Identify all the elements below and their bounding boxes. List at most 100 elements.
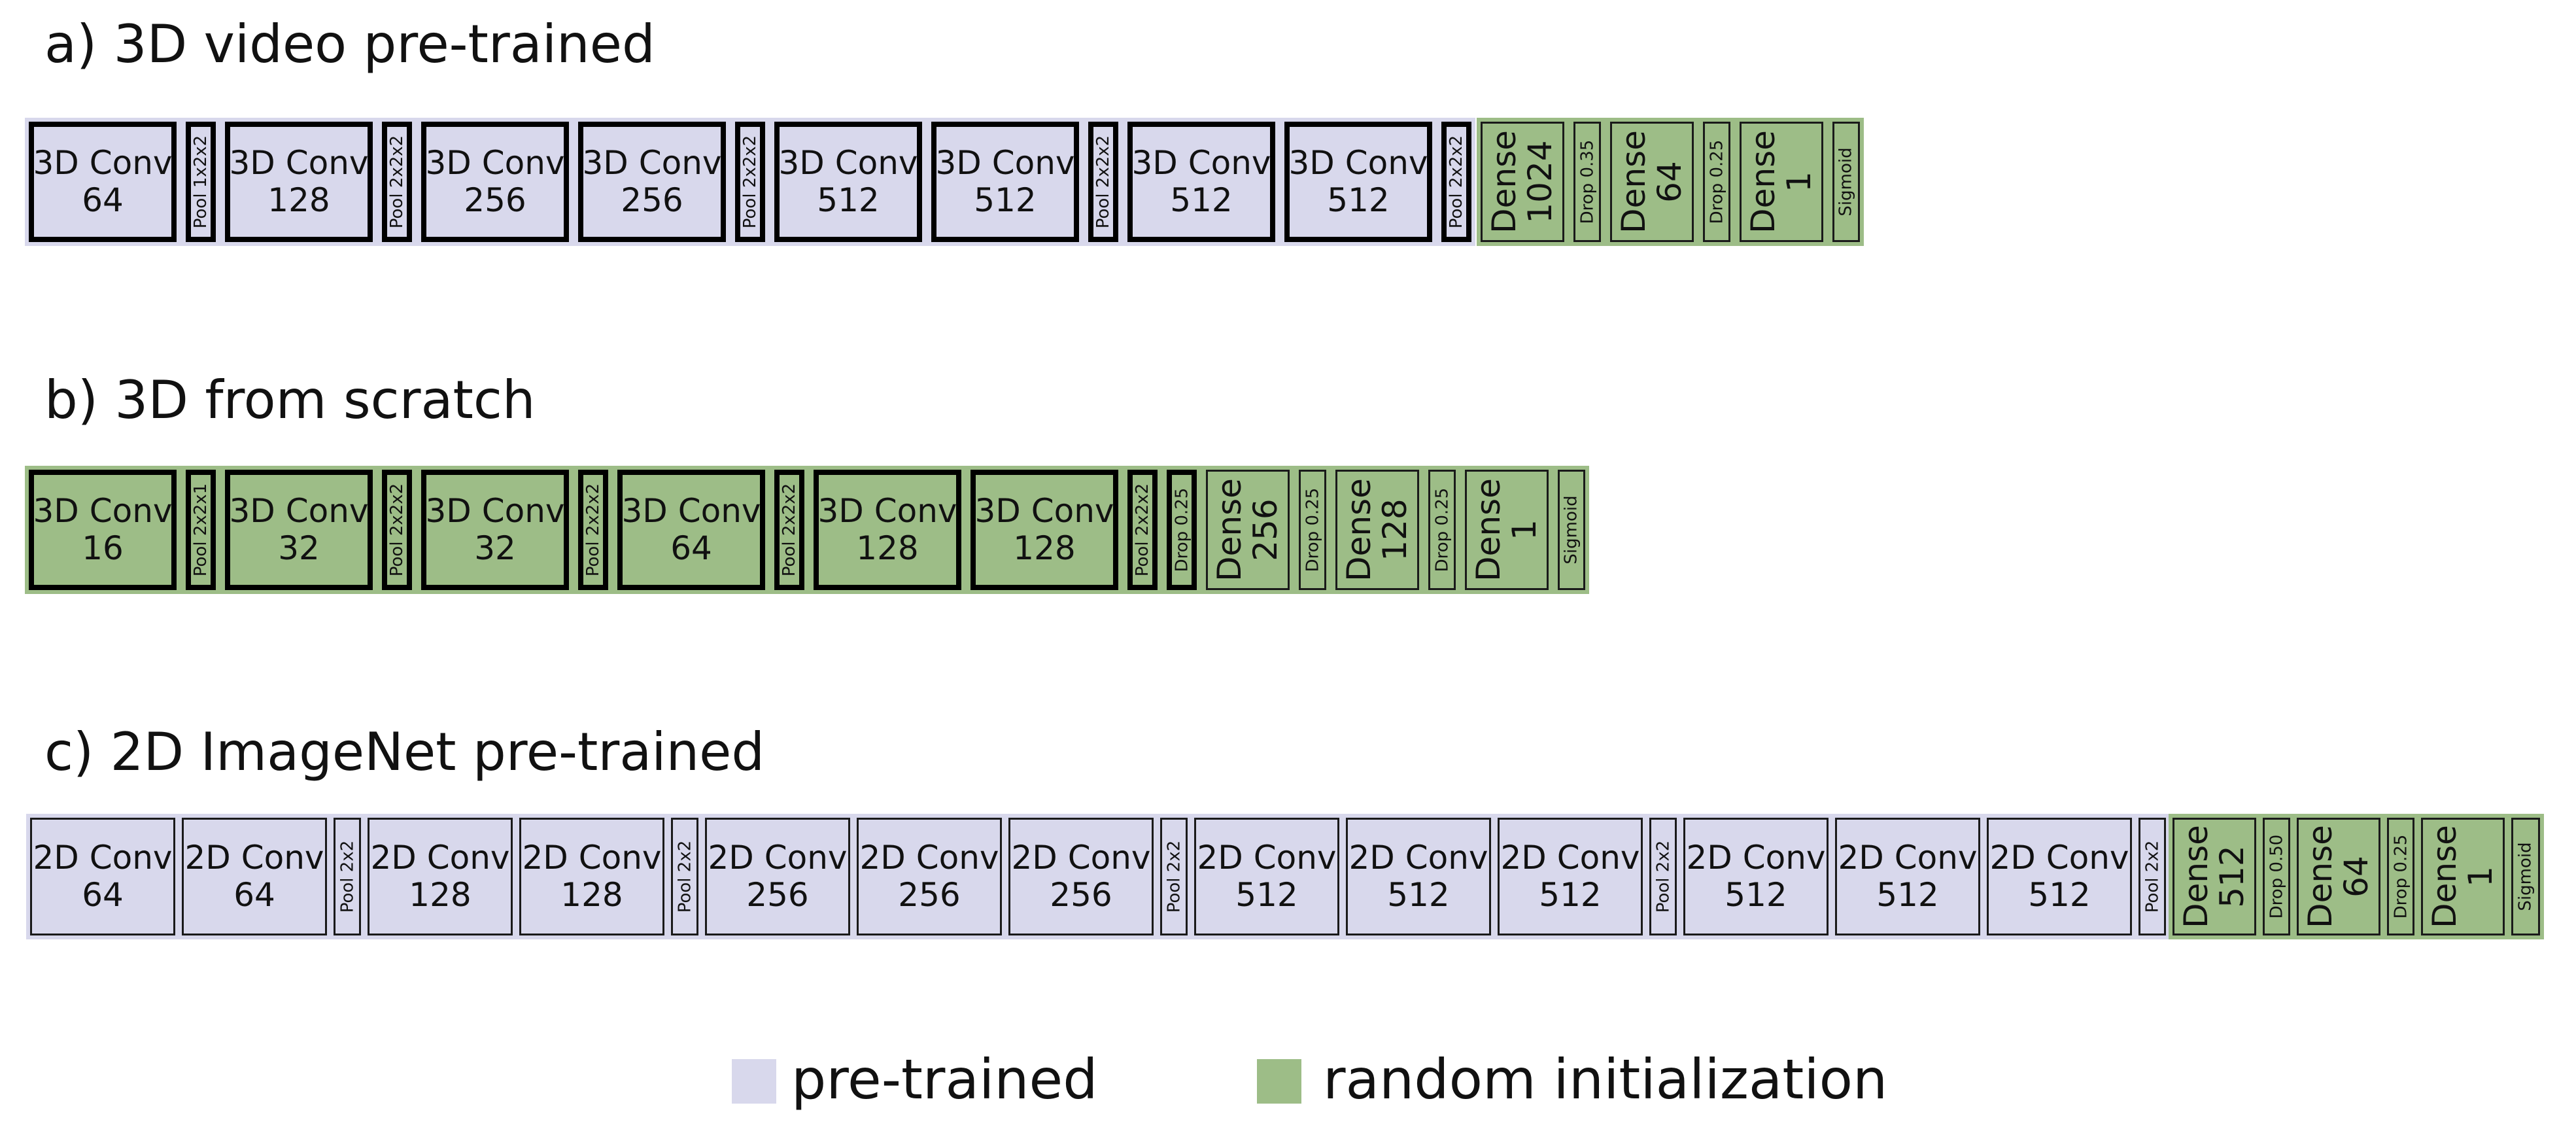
- layer-dense: Dense 1: [1465, 470, 1549, 590]
- legend-swatch-random: [1257, 1059, 1301, 1104]
- layer-conv: 2D Conv 128: [368, 818, 513, 935]
- layer-pool: Pool 2x2x2: [1127, 470, 1158, 590]
- layer-label: Pool 2x2x2: [1133, 483, 1152, 577]
- layer-label: 3D Conv 32: [425, 491, 565, 567]
- layer-conv: 3D Conv 128: [970, 470, 1118, 590]
- layer-label: Pool 2x2x2: [387, 135, 407, 229]
- layer-label: Dense 64: [2301, 825, 2376, 928]
- layer-label: Pool 2x2x2: [387, 483, 407, 577]
- layer-conv: 3D Conv 16: [29, 470, 177, 590]
- layer-sig: Sigmoid: [1832, 122, 1860, 242]
- layer-pool: Pool 2x2: [1649, 818, 1677, 935]
- layer-label: 3D Conv 256: [582, 143, 722, 219]
- layer-drop: Drop 0.35: [1573, 122, 1601, 242]
- layer-pool: Pool 2x2x1: [186, 470, 216, 590]
- layer-conv: 2D Conv 256: [705, 818, 850, 935]
- layer-pool: Pool 2x2x2: [382, 470, 412, 590]
- layer-conv: 3D Conv 256: [578, 122, 726, 242]
- layer-conv: 2D Conv 512: [1987, 818, 2132, 935]
- layer-label: 3D Conv 256: [425, 143, 565, 219]
- layer-label: Dense 512: [2177, 825, 2252, 928]
- layer-label: Pool 2x2x2: [780, 483, 799, 577]
- layer-conv: 2D Conv 128: [519, 818, 664, 935]
- layer-label: 3D Conv 128: [974, 491, 1114, 567]
- layer-label: 2D Conv 64: [33, 838, 173, 914]
- layer-label: 3D Conv 128: [229, 143, 369, 219]
- layer-label: Sigmoid: [2516, 842, 2536, 911]
- layer-pool: Pool 2x2x2: [1441, 122, 1471, 242]
- layer-pool: Pool 2x2: [334, 818, 361, 935]
- layer-label: Drop 0.25: [1432, 487, 1452, 572]
- layer-conv: 3D Conv 256: [421, 122, 569, 242]
- layer-label: 2D Conv 64: [184, 838, 324, 914]
- layer-conv: 3D Conv 32: [421, 470, 569, 590]
- row-c-title: c) 2D ImageNet pre-trained: [44, 722, 765, 782]
- layer-dense: Dense 128: [1335, 470, 1419, 590]
- layer-label: Pool 2x2: [2142, 840, 2162, 913]
- layer-label: Pool 2x2x2: [583, 483, 603, 577]
- layer-pool: Pool 2x2: [2138, 818, 2166, 935]
- layer-conv: 3D Conv 64: [617, 470, 765, 590]
- layer-label: Drop 0.25: [1303, 487, 1322, 572]
- layer-conv: 3D Conv 512: [1127, 122, 1275, 242]
- row-b-title: b) 3D from scratch: [44, 370, 536, 430]
- layer-pool: Drop 0.25: [1167, 470, 1197, 590]
- layer-sig: Sigmoid: [1558, 470, 1585, 590]
- layer-dense: Dense 1024: [1481, 122, 1564, 242]
- layer-label: 2D Conv 512: [1348, 838, 1488, 914]
- layer-conv: 2D Conv 512: [1835, 818, 1980, 935]
- layer-pool: Pool 2x2x2: [382, 122, 412, 242]
- layer-label: Drop 0.25: [2391, 834, 2411, 919]
- layer-label: 3D Conv 64: [33, 143, 173, 219]
- layer-label: Pool 2x2x1: [191, 483, 211, 577]
- layer-conv: 3D Conv 512: [774, 122, 922, 242]
- layer-label: 2D Conv 512: [1989, 838, 2129, 914]
- layer-drop: Drop 0.25: [1703, 122, 1730, 242]
- layer-label: 2D Conv 256: [859, 838, 999, 914]
- layer-label: 2D Conv 256: [708, 838, 848, 914]
- layer-pool: Pool 2x2x2: [735, 122, 765, 242]
- layer-dense: Dense 256: [1206, 470, 1290, 590]
- layer-label: Drop 0.25: [1707, 139, 1726, 224]
- layer-conv: 2D Conv 64: [182, 818, 327, 935]
- layer-label: Dense 1024: [1485, 130, 1560, 234]
- layer-label: Dense 128: [1340, 478, 1415, 582]
- layer-drop: Drop 0.25: [2387, 818, 2414, 935]
- layer-pool: Pool 2x2x2: [1088, 122, 1118, 242]
- layer-label: Pool 2x2x2: [740, 135, 760, 229]
- layer-label: Sigmoid: [1836, 147, 1857, 217]
- layer-dense: Dense 64: [2297, 818, 2380, 935]
- layer-label: 3D Conv 64: [621, 491, 761, 567]
- layer-label: 2D Conv 512: [1686, 838, 1826, 914]
- layer-label: Pool 2x2: [1653, 840, 1673, 913]
- layer-conv: 2D Conv 512: [1194, 818, 1339, 935]
- layer-label: Pool 2x2x2: [1447, 135, 1466, 229]
- layer-label: Dense 1: [1469, 478, 1544, 582]
- layer-conv: 3D Conv 64: [29, 122, 177, 242]
- layer-label: Drop 0.50: [2267, 834, 2286, 919]
- layer-pool: Pool 2x2x2: [578, 470, 608, 590]
- layer-label: 2D Conv 256: [1011, 838, 1151, 914]
- layer-conv: 3D Conv 128: [225, 122, 373, 242]
- layer-pool: Pool 2x2x2: [774, 470, 804, 590]
- layer-conv: 3D Conv 512: [931, 122, 1079, 242]
- layer-sig: Sigmoid: [2511, 818, 2540, 935]
- layer-conv: 2D Conv 256: [1008, 818, 1154, 935]
- layer-label: Dense 64: [1615, 130, 1689, 234]
- layer-label: 3D Conv 32: [229, 491, 369, 567]
- layer-drop: Drop 0.50: [2263, 818, 2290, 935]
- layer-label: Pool 2x2x2: [1093, 135, 1113, 229]
- layer-label: Dense 1: [1744, 130, 1819, 234]
- layer-label: Pool 1x2x2: [191, 135, 211, 229]
- layer-pool: Pool 2x2: [1160, 818, 1188, 935]
- layer-conv: 3D Conv 32: [225, 470, 373, 590]
- layer-label: 3D Conv 512: [778, 143, 918, 219]
- layer-label: 3D Conv 16: [33, 491, 173, 567]
- layer-label: Pool 2x2: [675, 840, 695, 913]
- layer-label: Pool 2x2: [1164, 840, 1184, 913]
- layer-label: 2D Conv 512: [1197, 838, 1337, 914]
- layer-label: Sigmoid: [1562, 495, 1582, 565]
- layer-label: Pool 2x2: [337, 840, 357, 913]
- layer-label: 3D Conv 512: [1288, 143, 1428, 219]
- layer-label: Drop 0.35: [1577, 139, 1597, 224]
